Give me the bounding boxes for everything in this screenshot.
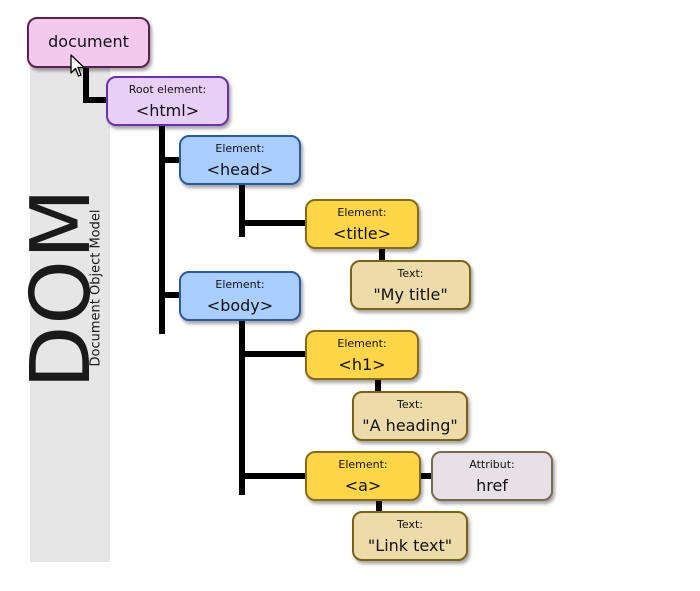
node-title-text-value: "My title" — [373, 285, 448, 304]
node-a-text-value: "Link text" — [367, 536, 453, 555]
node-head-label: Element: — [215, 142, 265, 155]
connector-title-text — [379, 248, 385, 262]
node-html[interactable]: Root element: <html> — [106, 76, 229, 126]
node-title-text-label: Text: — [397, 267, 424, 280]
node-h1-text-label: Text: — [397, 398, 423, 411]
node-body[interactable]: Element: <body> — [179, 271, 301, 321]
node-html-value: <html> — [135, 101, 200, 120]
node-h1-label: Element: — [337, 337, 387, 350]
node-a-value: <a> — [344, 476, 382, 495]
connector-html-head — [159, 157, 181, 163]
node-a-text-label: Text: — [397, 518, 423, 531]
connector-h1-text — [375, 378, 381, 393]
node-body-value: <body> — [206, 296, 274, 315]
node-document[interactable]: document — [27, 17, 150, 68]
node-head[interactable]: Element: <head> — [179, 135, 301, 185]
node-a-attribute-value: href — [476, 476, 508, 495]
node-html-label: Root element: — [128, 83, 207, 96]
connector-head-trunk — [239, 184, 245, 237]
node-a[interactable]: Element: <a> — [305, 451, 421, 501]
node-title[interactable]: Element: <title> — [305, 199, 419, 249]
connector-document-html-vertical — [83, 67, 89, 102]
connector-head-title — [239, 220, 307, 226]
node-h1-text[interactable]: Text: "A heading" — [352, 391, 468, 441]
node-head-value: <head> — [206, 160, 274, 179]
dom-subtitle: Document Object Model — [88, 209, 104, 367]
connector-html-trunk — [159, 126, 165, 334]
connector-html-body — [159, 292, 181, 298]
node-a-label: Element: — [338, 458, 388, 471]
connector-body-a — [239, 473, 307, 479]
node-a-attribute-label: Attribut: — [469, 458, 515, 471]
connector-body-h1 — [239, 351, 307, 357]
connector-a-text — [376, 498, 382, 513]
connector-body-trunk — [239, 319, 245, 495]
mouse-pointer-icon — [70, 54, 85, 77]
node-a-text[interactable]: Text: "Link text" — [352, 511, 468, 561]
node-title-label: Element: — [337, 206, 387, 219]
sidebar-band — [30, 42, 110, 562]
connector-a-attribute — [419, 473, 433, 479]
connector-document-html-horizontal — [83, 97, 109, 103]
node-document-value: document — [48, 32, 129, 51]
node-h1[interactable]: Element: <h1> — [305, 330, 419, 380]
node-title-value: <title> — [332, 224, 392, 243]
node-h1-value: <h1> — [338, 355, 386, 374]
node-h1-text-value: "A heading" — [362, 416, 458, 435]
node-body-label: Element: — [215, 278, 265, 291]
node-title-text[interactable]: Text: "My title" — [350, 260, 471, 310]
node-a-attribute[interactable]: Attribut: href — [431, 451, 553, 501]
